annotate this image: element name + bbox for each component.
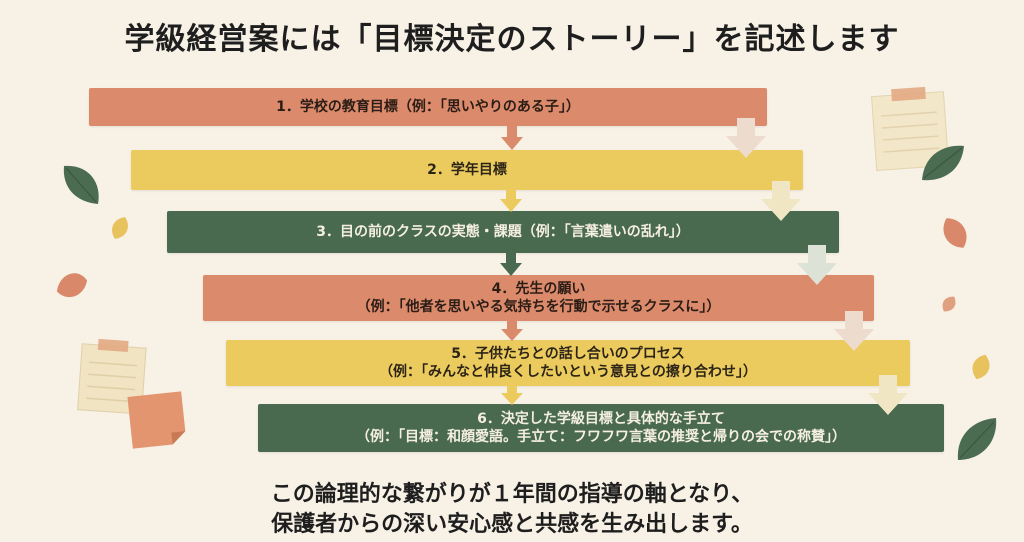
leaf-icon bbox=[56, 273, 88, 298]
footer-line-2: 保護者からの深い安心感と共感を生み出します。 bbox=[271, 512, 753, 537]
arrow-down-icon bbox=[834, 311, 874, 351]
leaf-icon bbox=[112, 217, 128, 239]
step-6: 6．決定した学級目標と具体的な手立て （例：「目標：和顔愛語。手立て：フワフワ言… bbox=[258, 404, 944, 452]
step-6-title: 6．決定した学級目標と具体的な手立て bbox=[477, 411, 725, 427]
step-6-example: （例：「目標：和顔愛語。手立て：フワフワ言葉の推奨と帰りの会での称賛」） bbox=[356, 429, 846, 445]
footer-message: この論理的な繋がりが１年間の指導の軸となり、 保護者からの深い安心感と共感を生み… bbox=[0, 480, 1024, 540]
arrow-down-icon bbox=[501, 321, 523, 341]
sticky-note-icon bbox=[127, 391, 186, 449]
step-1-label: 1．学校の教育目標（例：「思いやりのある子」） bbox=[276, 99, 580, 115]
sticky-note-icon bbox=[871, 86, 950, 172]
step-5: 5．子供たちとの話し合いのプロセス （例：「みんなと仲良くしたいという意見との擦… bbox=[226, 340, 910, 386]
step-2: 2．学年目標 bbox=[131, 150, 803, 190]
step-4-title: 4．先生の願い bbox=[491, 281, 586, 297]
page-title: 学級経営案には「目標決定のストーリー」を記述します bbox=[124, 22, 900, 57]
step-3: 3．目の前のクラスの実態・課題（例：「言葉遣いの乱れ」） bbox=[167, 211, 839, 253]
step-1: 1．学校の教育目標（例：「思いやりのある子」） bbox=[89, 88, 767, 126]
arrow-down-icon bbox=[500, 253, 522, 276]
arrow-down-icon bbox=[501, 386, 523, 405]
leaf-icon bbox=[942, 296, 956, 312]
arrow-down-icon bbox=[501, 126, 523, 150]
arrow-down-icon bbox=[761, 181, 801, 221]
leaf-icon bbox=[63, 165, 99, 204]
step-5-example: （例：「みんなと仲良くしたいという意見との擦り合わせ」） bbox=[379, 364, 757, 380]
step-4-example: （例：「他者を思いやる気持ちを行動で示せるクラスに」） bbox=[356, 299, 721, 315]
arrow-down-icon bbox=[797, 245, 837, 285]
leaf-icon bbox=[943, 218, 967, 248]
arrow-down-icon bbox=[868, 375, 908, 415]
leaf-icon bbox=[957, 418, 997, 460]
footer-line-1: この論理的な繋がりが１年間の指導の軸となり、 bbox=[270, 482, 754, 507]
step-3-label: 3．目の前のクラスの実態・課題（例：「言葉遣いの乱れ」） bbox=[316, 224, 690, 240]
step-2-label: 2．学年目標 bbox=[427, 162, 507, 178]
step-5-title: 5．子供たちとの話し合いのプロセス bbox=[451, 346, 685, 362]
arrow-down-icon bbox=[726, 118, 766, 158]
step-4: 4．先生の願い （例：「他者を思いやる気持ちを行動で示せるクラスに」） bbox=[203, 275, 874, 321]
arrow-down-icon bbox=[500, 190, 522, 212]
sticky-note-icon bbox=[77, 338, 147, 415]
leaf-icon bbox=[972, 354, 990, 380]
leaf-icon bbox=[922, 145, 964, 181]
